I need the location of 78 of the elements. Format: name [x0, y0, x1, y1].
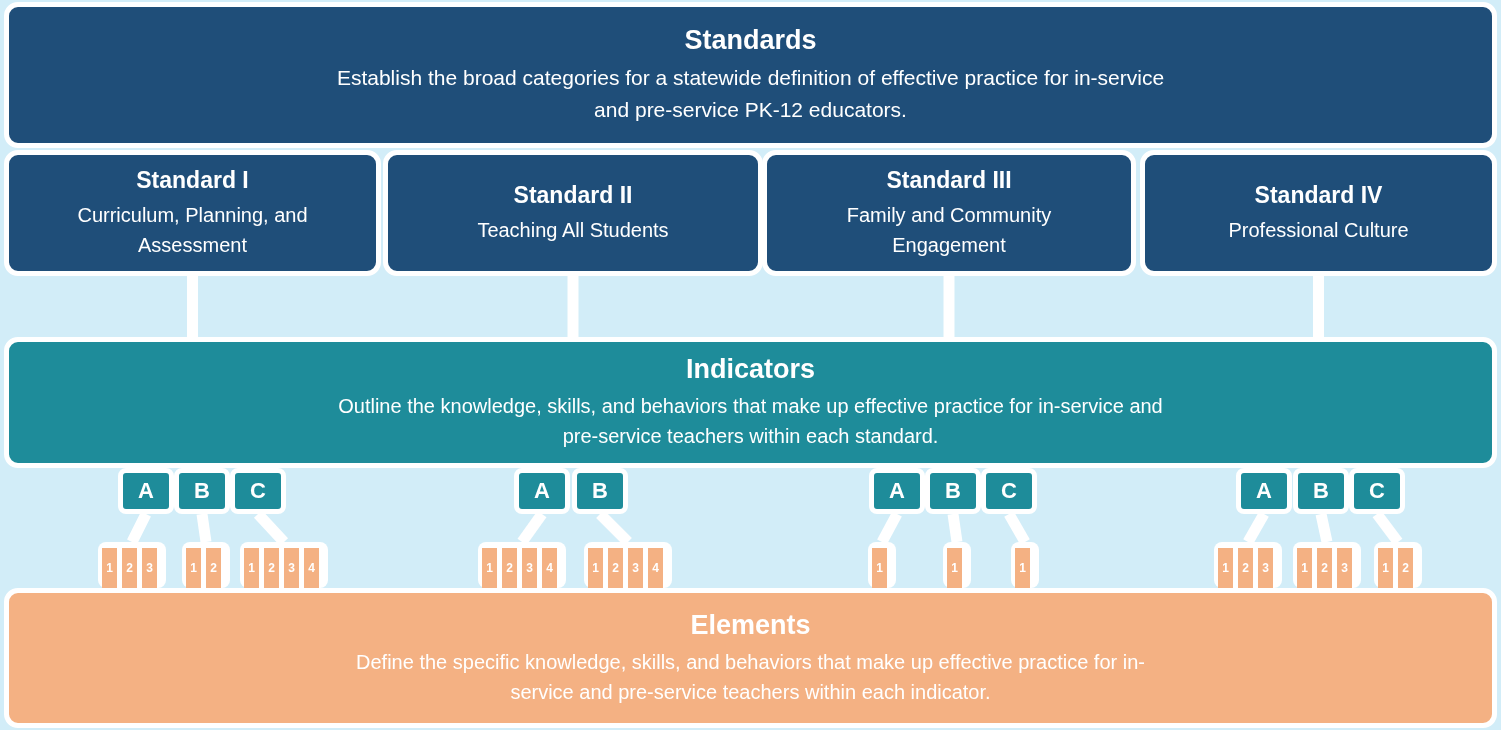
element-bar: 2	[264, 548, 279, 588]
indicator-letter-box: B	[1293, 468, 1349, 514]
element-bar: 4	[304, 548, 319, 588]
description: Define the specific knowledge, skills, and behaviors that make up effective practice for in-service and pre-service teachers within each indicator.	[355, 649, 1146, 705]
tier-band	[4, 337, 1497, 468]
indicator-letter-box: C	[981, 468, 1037, 514]
standard-box	[4, 150, 381, 276]
element-bar: 2	[1317, 548, 1332, 588]
element-bar: 3	[1258, 548, 1273, 588]
element-bar: 1	[1378, 548, 1393, 588]
element-bar: 3	[142, 548, 157, 588]
element-bar: 2	[122, 548, 137, 588]
indicator-letter-box: A	[869, 468, 925, 514]
element-group	[943, 542, 971, 588]
description: Teaching All Students	[477, 217, 669, 243]
element-bar: 1	[1218, 548, 1233, 588]
connector-line	[1313, 276, 1324, 337]
description: Curriculum, Planning, and Assessment	[76, 202, 309, 258]
heading: Standard III	[886, 166, 1012, 194]
connector-line	[567, 276, 579, 337]
element-bar: 1	[102, 548, 117, 588]
indicator-letter-box: B	[174, 468, 230, 514]
element-bar: 1	[588, 548, 603, 588]
indicator-letter-box: C	[230, 468, 286, 514]
element-group	[182, 542, 230, 588]
element-bar: 1	[244, 548, 259, 588]
element-group	[1374, 542, 1422, 588]
indicator-letter-box: A	[118, 468, 174, 514]
element-bar: 3	[522, 548, 537, 588]
element-bar: 4	[542, 548, 557, 588]
standard-box	[383, 150, 763, 276]
element-bar: 2	[206, 548, 221, 588]
element-bar: 1	[872, 548, 887, 588]
description: Establish the broad categories for a statewide definition of effective practice for in-service and pre-service PK-12 educators.	[335, 65, 1166, 123]
heading: Elements	[690, 609, 811, 641]
indicator-letter-box: B	[572, 468, 628, 514]
indicator-letter-box: A	[1236, 468, 1292, 514]
element-bar: 2	[502, 548, 517, 588]
connector-line	[943, 276, 955, 337]
description: Professional Culture	[1228, 217, 1409, 243]
element-group	[478, 542, 566, 588]
heading: Standard II	[513, 181, 633, 209]
connector-line	[187, 276, 198, 337]
heading: Standards	[684, 25, 817, 56]
indicator-letter-box: A	[514, 468, 570, 514]
element-bar: 2	[1238, 548, 1253, 588]
element-bar: 1	[482, 548, 497, 588]
heading: Standard I	[136, 166, 249, 194]
indicator-letter-box: B	[925, 468, 981, 514]
heading: Standard IV	[1254, 181, 1383, 209]
element-bar: 4	[648, 548, 663, 588]
tier-band	[4, 2, 1497, 148]
element-bar: 1	[1297, 548, 1312, 588]
element-group	[584, 542, 672, 588]
element-group	[1293, 542, 1361, 588]
indicator-letter-box: C	[1349, 468, 1405, 514]
connector-line	[947, 513, 963, 543]
description: Outline the knowledge, skills, and behaviors that make up effective practice for in-service and pre-service teachers within each standard.	[337, 394, 1164, 449]
tier-band	[4, 588, 1497, 728]
element-bar: 1	[947, 548, 962, 588]
element-bar: 3	[284, 548, 299, 588]
standard-box	[762, 150, 1136, 276]
element-bar: 3	[628, 548, 643, 588]
element-group	[98, 542, 166, 588]
element-bar: 1	[1015, 548, 1030, 588]
element-bar: 3	[1337, 548, 1352, 588]
element-bar: 2	[608, 548, 623, 588]
connector-line	[1315, 512, 1333, 544]
element-group	[1214, 542, 1282, 588]
standard-box	[1140, 150, 1497, 276]
heading: Indicators	[686, 354, 815, 385]
connector-line	[196, 513, 212, 543]
element-bar: 2	[1398, 548, 1413, 588]
element-group	[868, 542, 896, 588]
element-bar: 1	[186, 548, 201, 588]
description: Family and Community Engagement	[845, 202, 1053, 258]
element-group	[240, 542, 328, 588]
element-group	[1011, 542, 1039, 588]
